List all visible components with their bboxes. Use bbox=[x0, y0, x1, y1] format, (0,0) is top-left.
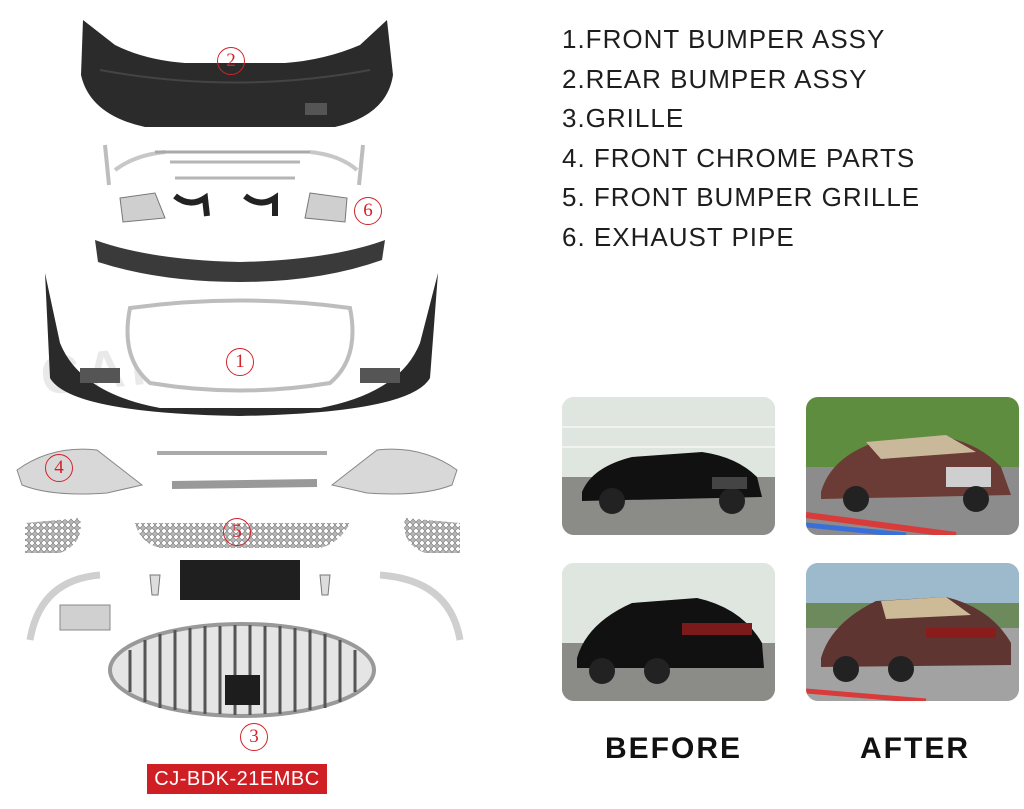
front-chrome-parts-image bbox=[16, 448, 458, 495]
before-front-photo bbox=[562, 397, 775, 535]
marker-front-chrome: 4 bbox=[45, 454, 73, 482]
rear-bumper-image bbox=[81, 20, 393, 127]
parts-list: 1.FRONT BUMPER ASSY 2.REAR BUMPER ASSY 3… bbox=[562, 20, 920, 257]
front-bumper-image bbox=[45, 273, 438, 416]
parts-illustration: CARBEST bbox=[16, 20, 464, 794]
rear-chrome-strips-image bbox=[103, 144, 365, 186]
marker-bumper-grille: 5 bbox=[223, 518, 251, 546]
parts-list-item: 6. EXHAUST PIPE bbox=[562, 221, 795, 252]
exhaust-pipes-image bbox=[119, 192, 348, 223]
parts-list-item: 3.GRILLE bbox=[562, 103, 685, 133]
before-rear-photo bbox=[562, 563, 775, 701]
after-caption: AFTER bbox=[860, 732, 970, 765]
chrome-trims-image bbox=[26, 560, 464, 641]
before-caption: BEFORE bbox=[605, 732, 743, 765]
after-front-photo bbox=[806, 397, 1019, 535]
parts-list-item: 1.FRONT BUMPER ASSY bbox=[562, 24, 886, 54]
parts-list-item: 2.REAR BUMPER ASSY bbox=[562, 63, 868, 94]
after-rear-photo bbox=[806, 563, 1019, 701]
bumper-support-image bbox=[95, 240, 385, 282]
parts-list-item: 5. FRONT BUMPER GRILLE bbox=[562, 182, 921, 212]
marker-exhaust-pipe: 6 bbox=[354, 197, 382, 225]
model-code-label: CJ-BDK-21EMBC bbox=[147, 764, 327, 794]
parts-list-item: 4. FRONT CHROME PARTS bbox=[562, 142, 916, 173]
marker-front-bumper: 1 bbox=[226, 348, 254, 376]
grille-image bbox=[108, 622, 376, 718]
marker-rear-bumper: 2 bbox=[217, 47, 245, 75]
marker-grille: 3 bbox=[240, 723, 268, 751]
